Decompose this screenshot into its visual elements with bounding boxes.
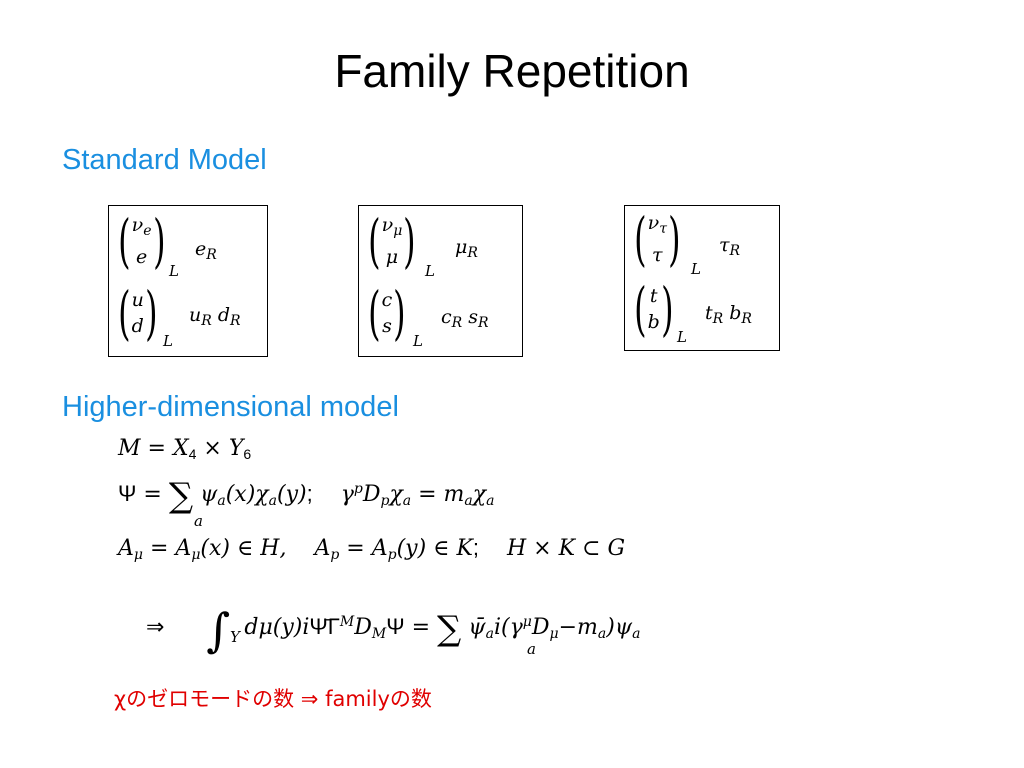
equation-integration: ⇒ ∫ dμ(y)iΨ̄ΓMDMΨ = ∑ ψ̄ai(γμDμ−ma)ψa <box>146 603 641 657</box>
integral-domain: Y <box>230 628 240 646</box>
family-box-1: ( νe e ) L eR ( u d ) L uR dR <box>108 205 268 357</box>
zero-mode-note: χのゼロモードの数 ⇒ familyの数 <box>114 687 432 711</box>
lepton-doublet: ( ντ τ ) <box>634 205 681 273</box>
lepton-doublet: ( νμ μ ) <box>368 207 416 275</box>
right-handed-lepton: τR <box>719 234 741 259</box>
equation-gauge-fields: Aμ = Aμ(x) ∈ H, Ap = Ap(y) ∈ K; H × K ⊂ … <box>118 535 626 563</box>
quark-doublet: ( u d ) <box>118 279 158 347</box>
family-box-3: ( ντ τ ) L τR ( t b ) L tR bR <box>624 205 780 351</box>
family-box-2: ( νμ μ ) L μR ( c s ) L cR sR <box>358 205 523 357</box>
right-handed-quarks: uR dR <box>189 304 241 329</box>
equation-mode-expansion: Ψ = ∑ ψa(x)χa(y); γpDpχa = maχa <box>118 476 495 516</box>
sum-index: a <box>194 512 203 530</box>
right-handed-quarks: tR bR <box>705 302 752 327</box>
lepton-doublet: ( νe e ) <box>118 207 166 275</box>
slide-title: Family Repetition <box>334 45 690 97</box>
sum-index: a <box>527 640 536 658</box>
right-handed-quarks: cR sR <box>441 306 489 331</box>
section-standard-model: Standard Model <box>62 144 267 176</box>
right-handed-lepton: eR <box>195 238 217 263</box>
quark-doublet: ( c s ) <box>368 279 406 347</box>
section-higher-dimensional: Higher-dimensional model <box>62 391 399 423</box>
right-handed-lepton: μR <box>455 236 478 261</box>
quark-doublet: ( t b ) <box>634 275 674 343</box>
equation-manifold: M = X4 × Y6 <box>118 436 252 462</box>
